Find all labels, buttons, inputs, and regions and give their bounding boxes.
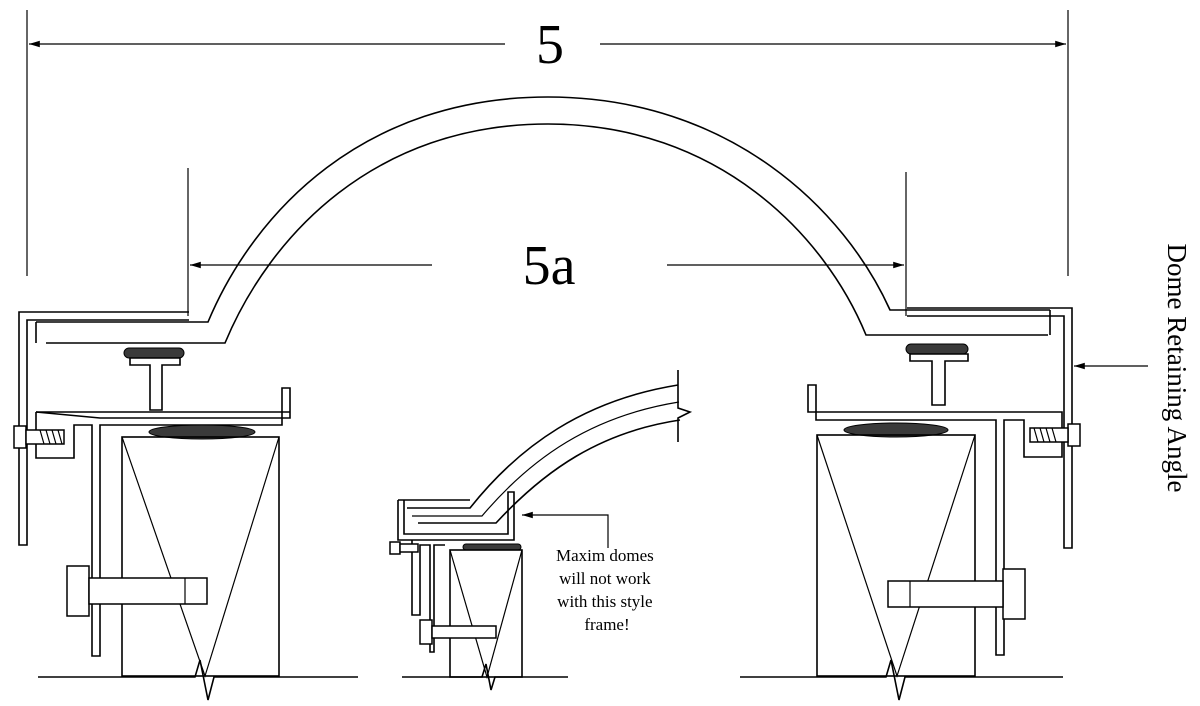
left-base-line	[38, 659, 358, 701]
left-curb-cross	[121, 436, 280, 678]
detail-base-line	[402, 663, 568, 691]
detail-dome-inner	[418, 419, 681, 524]
left-small-bolt	[13, 425, 65, 449]
note-line-4: frame!	[584, 615, 629, 634]
detail-lag-bolt	[419, 619, 497, 645]
right-base-line	[740, 659, 1063, 701]
note-line-3: with this style	[557, 592, 652, 611]
detail-break	[677, 370, 693, 442]
left-curb-channel	[35, 387, 291, 657]
right-wood-curb	[816, 434, 976, 677]
note-text: Maxim domes will not work with this styl…	[556, 546, 658, 634]
dome-inner-edge	[46, 123, 1048, 344]
detail-small-bolt	[389, 541, 419, 555]
inner-dimension-label: 5a	[523, 235, 576, 297]
dome-outer-edge	[36, 96, 1050, 323]
overall-dimension-label: 5	[536, 14, 564, 76]
overall-dimension: 5	[26, 10, 1069, 276]
dome	[35, 96, 1051, 344]
left-lag-bolt	[66, 565, 208, 617]
maxim-note: Maxim domes will not work with this styl…	[522, 511, 658, 634]
right-top-gasket	[905, 343, 969, 355]
left-t-bar	[129, 357, 181, 411]
note-line-1: Maxim domes	[556, 546, 654, 565]
detail-curb-cross	[449, 549, 523, 680]
retaining-angle-callout: Dome Retaining Angle	[1074, 244, 1192, 493]
note-leader	[522, 511, 609, 548]
detail-dome-mid	[412, 401, 680, 517]
inner-dimension: 5a	[187, 168, 907, 316]
note-line-2: will not work	[559, 569, 651, 588]
right-small-bolt	[1029, 423, 1081, 447]
right-t-bar	[909, 353, 969, 406]
side-label: Dome Retaining Angle	[1162, 244, 1192, 493]
right-retaining-angle	[907, 307, 1073, 549]
detail-dome-outer	[407, 384, 679, 509]
detail-wood-curb	[449, 549, 523, 678]
right-lag-bolt	[887, 568, 1026, 620]
left-curb-gasket	[148, 424, 256, 440]
right-curb-cross	[816, 434, 976, 678]
detail-channel	[411, 540, 445, 653]
right-curb-channel	[807, 384, 1063, 656]
detail-retaining-angle	[397, 491, 515, 541]
left-wood-curb	[121, 436, 280, 677]
right-frame-assembly	[740, 307, 1081, 701]
small-frame-detail	[389, 370, 693, 691]
right-curb-gasket	[843, 422, 949, 438]
detail-gasket	[462, 543, 522, 551]
left-frame-assembly	[13, 311, 358, 701]
left-top-gasket	[123, 347, 185, 359]
left-retaining-angle	[18, 311, 189, 546]
